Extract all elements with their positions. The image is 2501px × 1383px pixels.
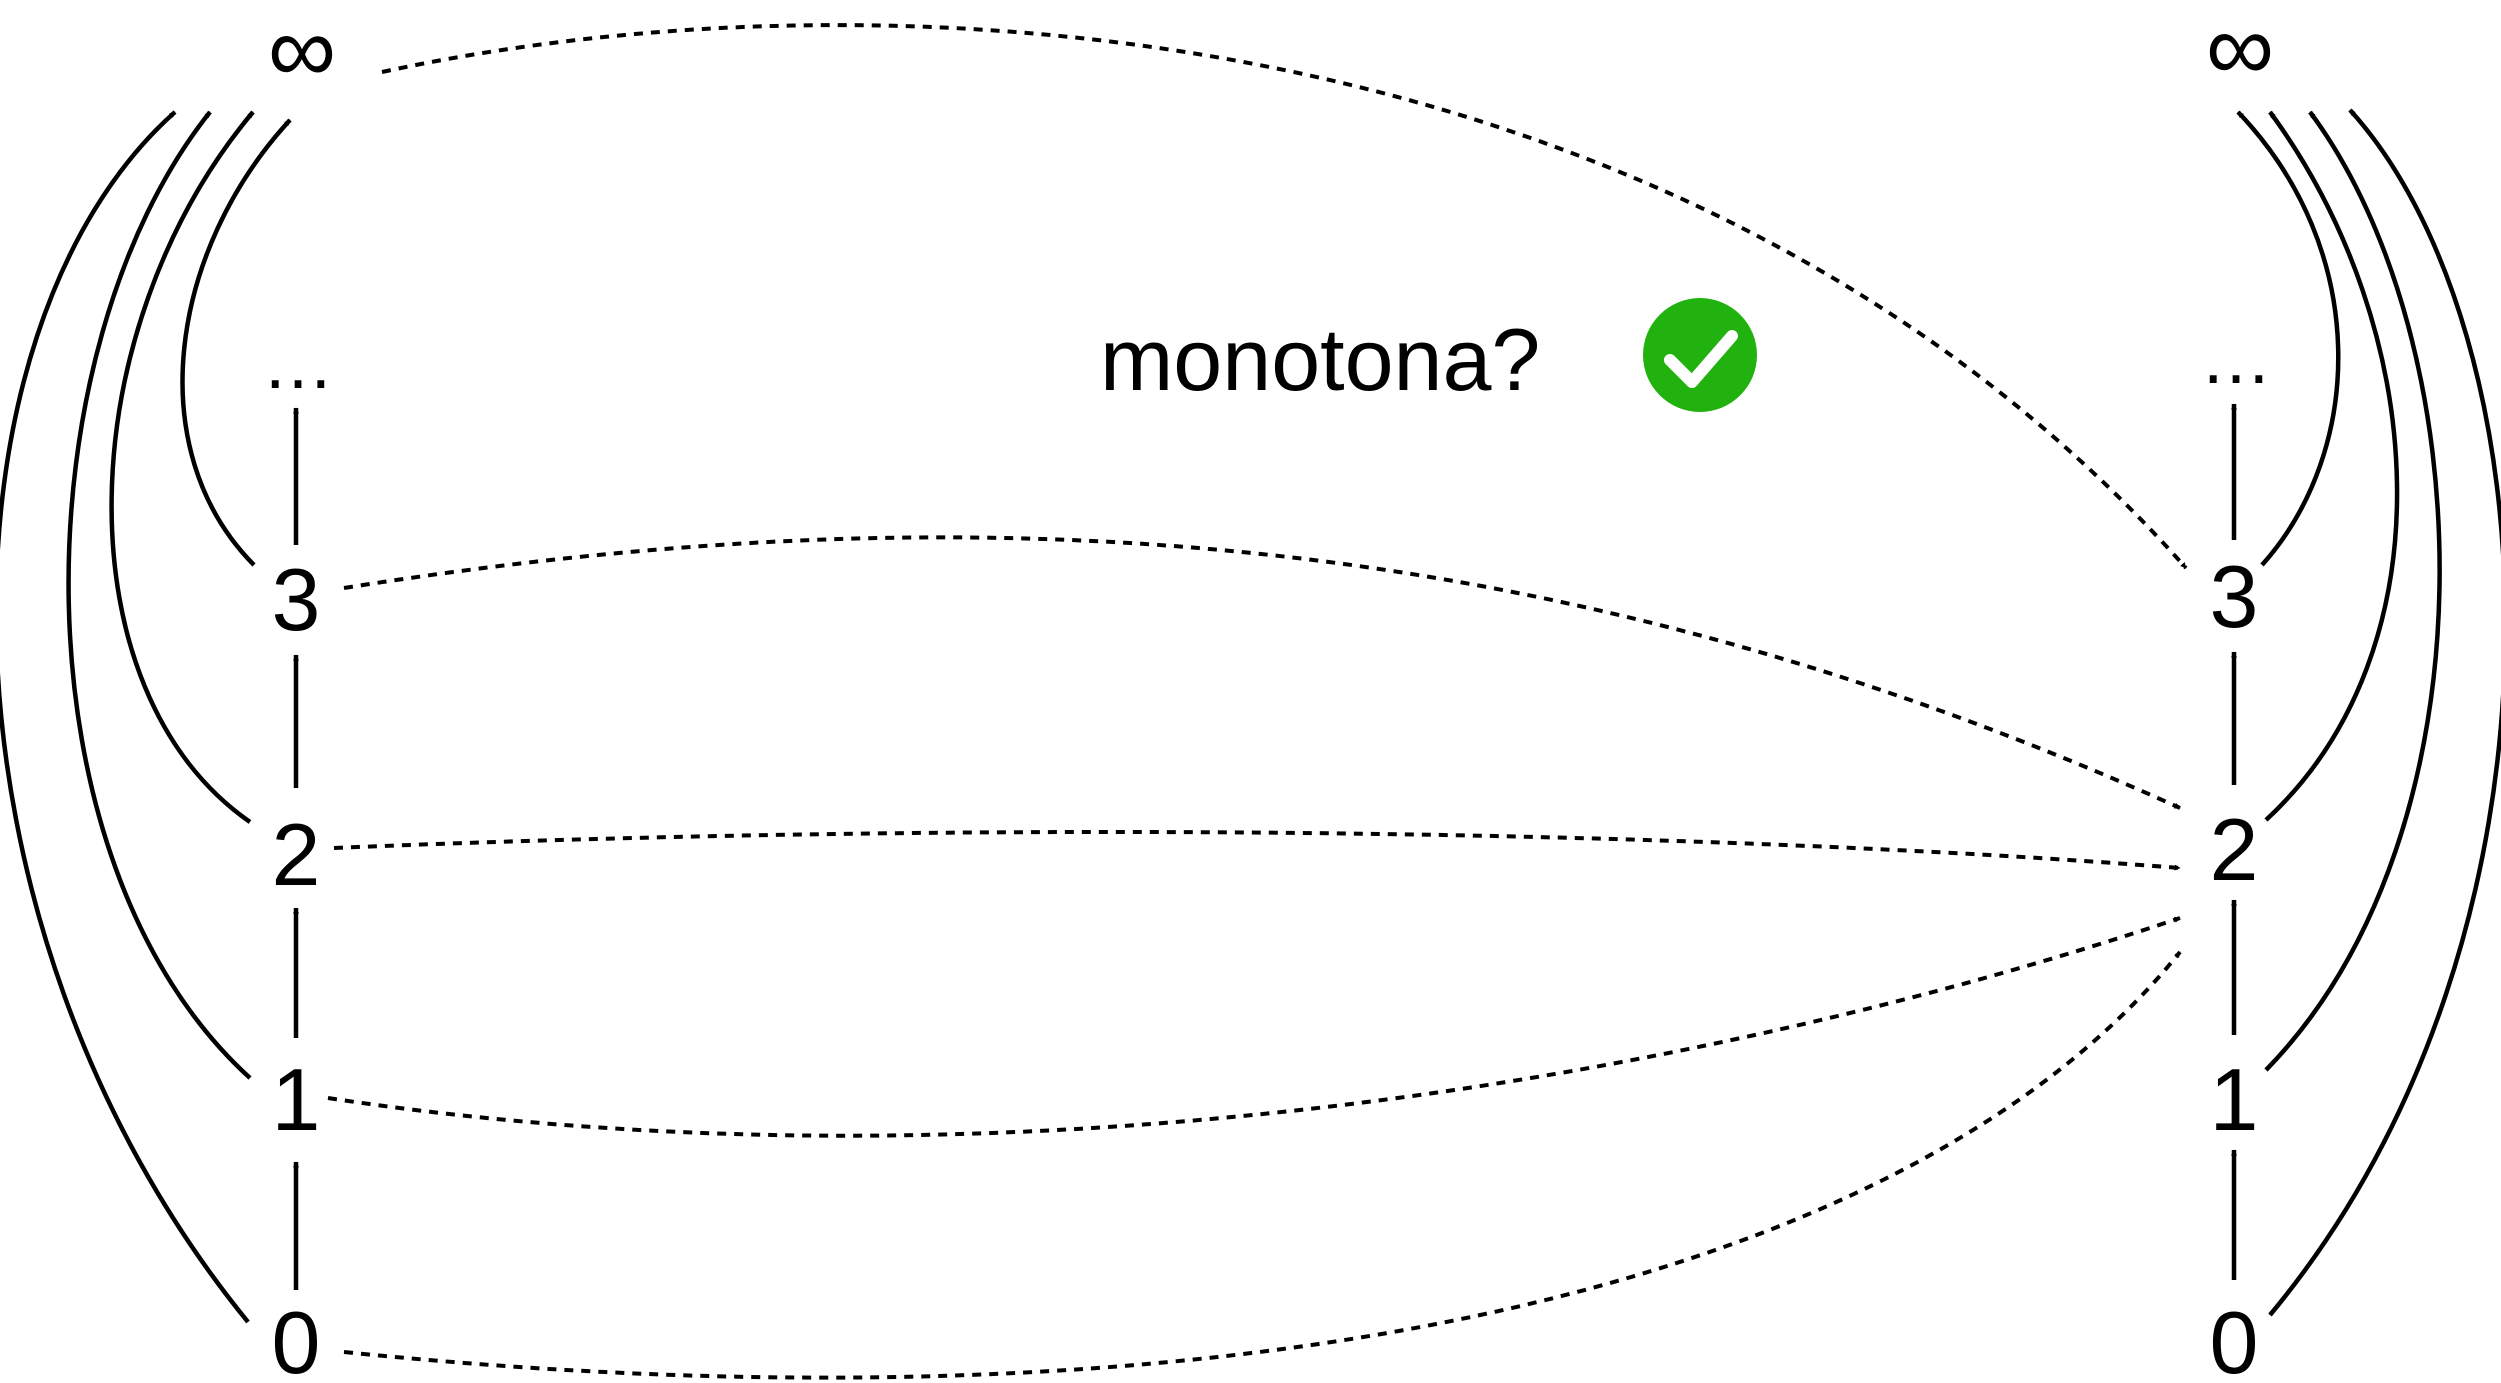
map-1-to-2 — [327, 916, 2181, 1138]
right-node-1: 1 — [2210, 1050, 2259, 1149]
right-curve-0-inf — [2268, 108, 2501, 1317]
right-node-0: 0 — [2210, 1293, 2259, 1383]
left-curve-2-inf — [109, 110, 255, 824]
right-node-ellipsis: … — [2200, 319, 2272, 399]
right-chain: 0 1 2 3 … ∞ — [2200, 0, 2501, 1383]
mapping-arrows — [327, 23, 2188, 1380]
check-icon — [1664, 330, 1738, 388]
caption-text: monotona? — [1100, 310, 1540, 409]
left-node-1: 1 — [272, 1050, 321, 1149]
left-curve-3-inf — [180, 118, 292, 567]
right-node-infinity: ∞ — [2206, 0, 2274, 101]
left-node-0: 0 — [272, 1293, 321, 1383]
right-curve-3-inf — [2236, 110, 2341, 567]
left-curve-1-inf — [66, 110, 252, 1080]
right-curve-2-inf — [2264, 110, 2400, 822]
map-2-to-2 — [333, 829, 2181, 871]
check-badge — [1643, 298, 1757, 412]
left-node-2: 2 — [272, 805, 321, 904]
map-inf-to-3 — [381, 23, 2188, 570]
left-chain: 0 1 2 3 … ∞ — [0, 0, 336, 1383]
map-0-to-2 — [343, 950, 2182, 1380]
left-node-3: 3 — [272, 550, 321, 649]
left-curve-0-inf — [0, 110, 250, 1324]
caption-group: monotona? — [1100, 298, 1757, 412]
left-node-infinity: ∞ — [268, 0, 336, 103]
right-curve-1-inf — [2264, 110, 2442, 1072]
left-node-ellipsis: … — [262, 324, 334, 404]
map-3-to-2 — [343, 535, 2181, 810]
right-node-2: 2 — [2210, 800, 2259, 899]
right-node-3: 3 — [2210, 547, 2259, 646]
